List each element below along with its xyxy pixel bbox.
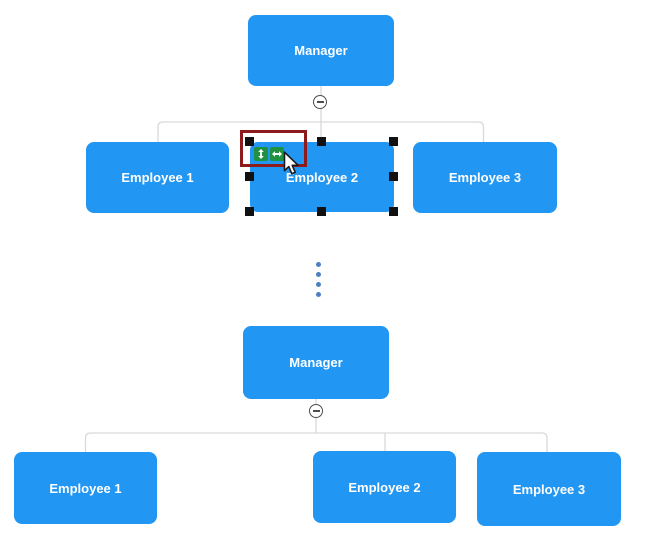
top-bracket-line xyxy=(157,121,485,142)
move-horizontal-button[interactable] xyxy=(270,147,284,161)
ellipsis-dot xyxy=(315,282,321,287)
selection-handle-sw[interactable] xyxy=(245,207,254,216)
org-node-employee3-bottom[interactable]: Employee 3 xyxy=(477,452,621,526)
org-node-manager-bottom[interactable]: Manager xyxy=(243,326,389,399)
ellipsis-dot xyxy=(315,262,321,267)
org-node-employee1-bottom[interactable]: Employee 1 xyxy=(14,452,157,524)
org-node-employee3-top[interactable]: Employee 3 xyxy=(413,142,557,213)
minus-icon xyxy=(316,101,324,103)
collapse-toggle-minus-icon[interactable] xyxy=(309,404,323,418)
selection-handle-s[interactable] xyxy=(317,207,326,216)
node-label: Manager xyxy=(294,43,348,58)
org-node-employee2-bottom[interactable]: Employee 2 xyxy=(313,451,456,523)
node-label: Employee 3 xyxy=(512,481,586,497)
ellipsis-dot xyxy=(315,272,321,277)
selection-handle-nw[interactable] xyxy=(245,137,254,146)
minus-icon xyxy=(312,410,320,412)
node-label: Employee 3 xyxy=(448,170,522,185)
node-label: Employee 2 xyxy=(348,479,421,495)
selection-handle-se[interactable] xyxy=(389,207,398,216)
node-label: Employee 1 xyxy=(49,480,122,496)
node-label: Employee 2 xyxy=(285,169,359,185)
move-horizontal-arrow-icon xyxy=(272,151,282,157)
ellipsis-dot xyxy=(315,291,321,297)
bottom-bracket-line xyxy=(84,432,548,452)
collapse-toggle-minus-icon[interactable] xyxy=(313,95,327,109)
node-label: Manager xyxy=(289,355,343,370)
selection-handle-w[interactable] xyxy=(245,172,254,181)
selection-handle-ne[interactable] xyxy=(389,137,398,146)
move-vertical-button[interactable] xyxy=(254,147,268,161)
selection-handle-n[interactable] xyxy=(317,137,326,146)
node-label: Employee 1 xyxy=(121,170,194,185)
org-node-manager-top[interactable]: Manager xyxy=(248,15,394,86)
move-vertical-arrow-icon xyxy=(258,149,264,159)
selection-handle-e[interactable] xyxy=(389,172,398,181)
org-node-employee1-top[interactable]: Employee 1 xyxy=(86,142,229,213)
